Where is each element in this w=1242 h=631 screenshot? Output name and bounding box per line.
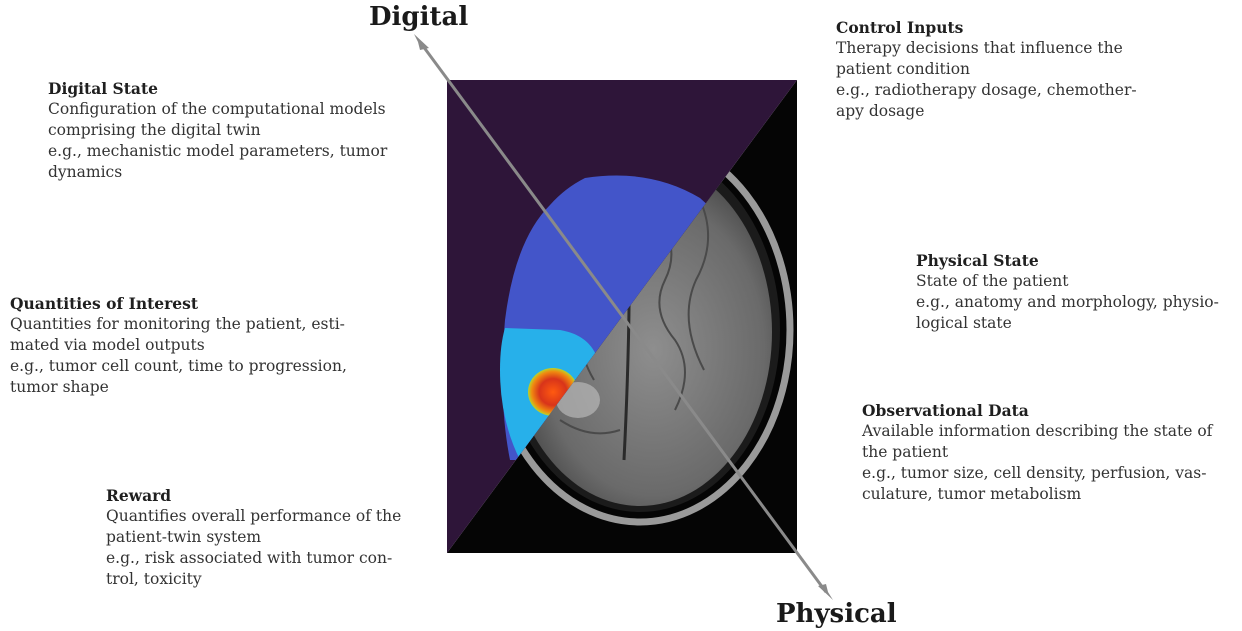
block-line: patient-twin system (106, 527, 401, 548)
block-line: patient condition (836, 59, 1137, 80)
block-title: Digital State (48, 78, 387, 99)
axis-label-physical: Physical (776, 601, 897, 627)
block-line: mated via model outputs (10, 335, 347, 356)
block-line: logical state (916, 313, 1219, 334)
block-line: trol, toxicity (106, 569, 401, 590)
block-line: e.g., radiotherapy dosage, chemother- (836, 80, 1137, 101)
block-line: Configuration of the computational model… (48, 99, 387, 120)
control-inputs-block: Control Inputs Therapy decisions that in… (836, 17, 1137, 122)
block-line: e.g., risk associated with tumor con- (106, 548, 401, 569)
arrow-head-digital (414, 34, 429, 50)
reward-block: Reward Quantifies overall performance of… (106, 485, 401, 590)
block-title: Observational Data (862, 400, 1212, 421)
block-line: e.g., mechanistic model parameters, tumo… (48, 141, 387, 162)
block-line: Available information describing the sta… (862, 421, 1212, 442)
block-line: Therapy decisions that influence the (836, 38, 1137, 59)
axis-label-digital: Digital (369, 4, 468, 30)
block-line: e.g., anatomy and morphology, physio- (916, 292, 1219, 313)
block-line: apy dosage (836, 101, 1137, 122)
observational-data-block: Observational Data Available information… (862, 400, 1212, 505)
quantities-of-interest-block: Quantities of Interest Quantities for mo… (10, 293, 347, 398)
physical-state-block: Physical State State of the patient e.g.… (916, 250, 1219, 334)
block-line: dynamics (48, 162, 387, 183)
block-line: Quantities for monitoring the patient, e… (10, 314, 347, 335)
block-line: e.g., tumor size, cell density, perfusio… (862, 463, 1212, 484)
block-line: State of the patient (916, 271, 1219, 292)
block-line: the patient (862, 442, 1212, 463)
block-line: e.g., tumor cell count, time to progress… (10, 356, 347, 377)
block-title: Control Inputs (836, 17, 1137, 38)
block-title: Quantities of Interest (10, 293, 347, 314)
block-line: Quantifies overall performance of the (106, 506, 401, 527)
block-title: Reward (106, 485, 401, 506)
arrow-head-physical (818, 584, 833, 600)
digital-state-block: Digital State Configuration of the compu… (48, 78, 387, 183)
block-line: comprising the digital twin (48, 120, 387, 141)
block-line: culature, tumor metabolism (862, 484, 1212, 505)
block-line: tumor shape (10, 377, 347, 398)
block-title: Physical State (916, 250, 1219, 271)
